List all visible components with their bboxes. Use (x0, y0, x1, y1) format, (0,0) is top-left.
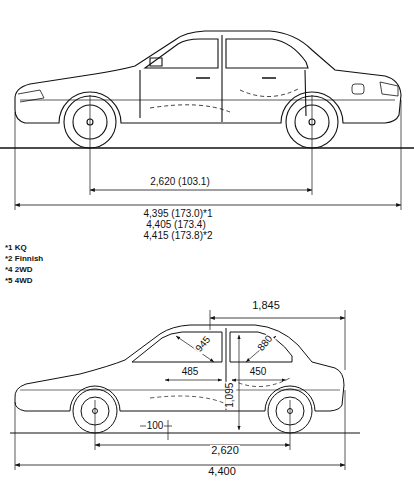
side-view-sedan (0, 31, 414, 210)
footnote: *5 4WD (4, 277, 34, 285)
perspective-sedan (10, 310, 360, 470)
dimension-label: 4,400 (207, 466, 237, 478)
dimension-label: 485 (181, 367, 200, 378)
dimension-label: 100 (146, 421, 165, 432)
dimension-label: 880 (255, 332, 275, 353)
dimension-label: 1,095 (226, 381, 237, 408)
footnote: *4 2WD (4, 266, 34, 274)
footnote: *2 Finnish (4, 255, 44, 263)
dimension-label: 2,620 (103.1) (149, 177, 211, 188)
dimension-label: 945 (193, 333, 213, 354)
dimension-label: 2,620 (210, 445, 240, 457)
dimension-label: 4,395 (173.0)*1 (143, 209, 214, 220)
dimension-label: 4,405 (173.4) (145, 220, 207, 231)
dimension-label: 450 (249, 367, 268, 378)
dimension-label: 4,415 (173.8)*2 (143, 231, 214, 242)
footnote: *1 KQ (4, 244, 28, 252)
dimension-label: 1,845 (251, 300, 281, 312)
